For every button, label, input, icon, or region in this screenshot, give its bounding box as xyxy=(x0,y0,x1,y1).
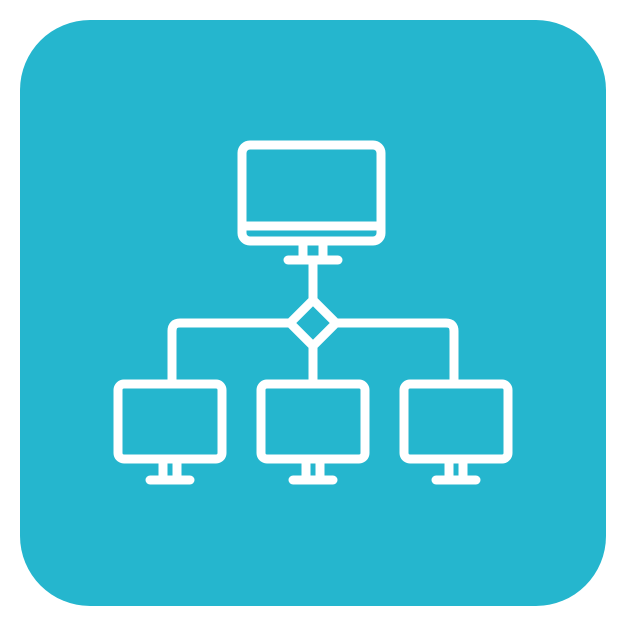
middle-monitor-icon xyxy=(256,379,370,485)
icon-background xyxy=(20,20,606,606)
top-monitor-icon xyxy=(237,140,386,265)
network-topology-app-icon xyxy=(20,20,606,606)
network-topology-icon xyxy=(20,20,606,606)
network-connectors xyxy=(167,258,459,388)
right-monitor-icon xyxy=(399,379,513,485)
left-monitor-icon xyxy=(113,379,227,485)
network-switch-icon xyxy=(285,295,341,351)
